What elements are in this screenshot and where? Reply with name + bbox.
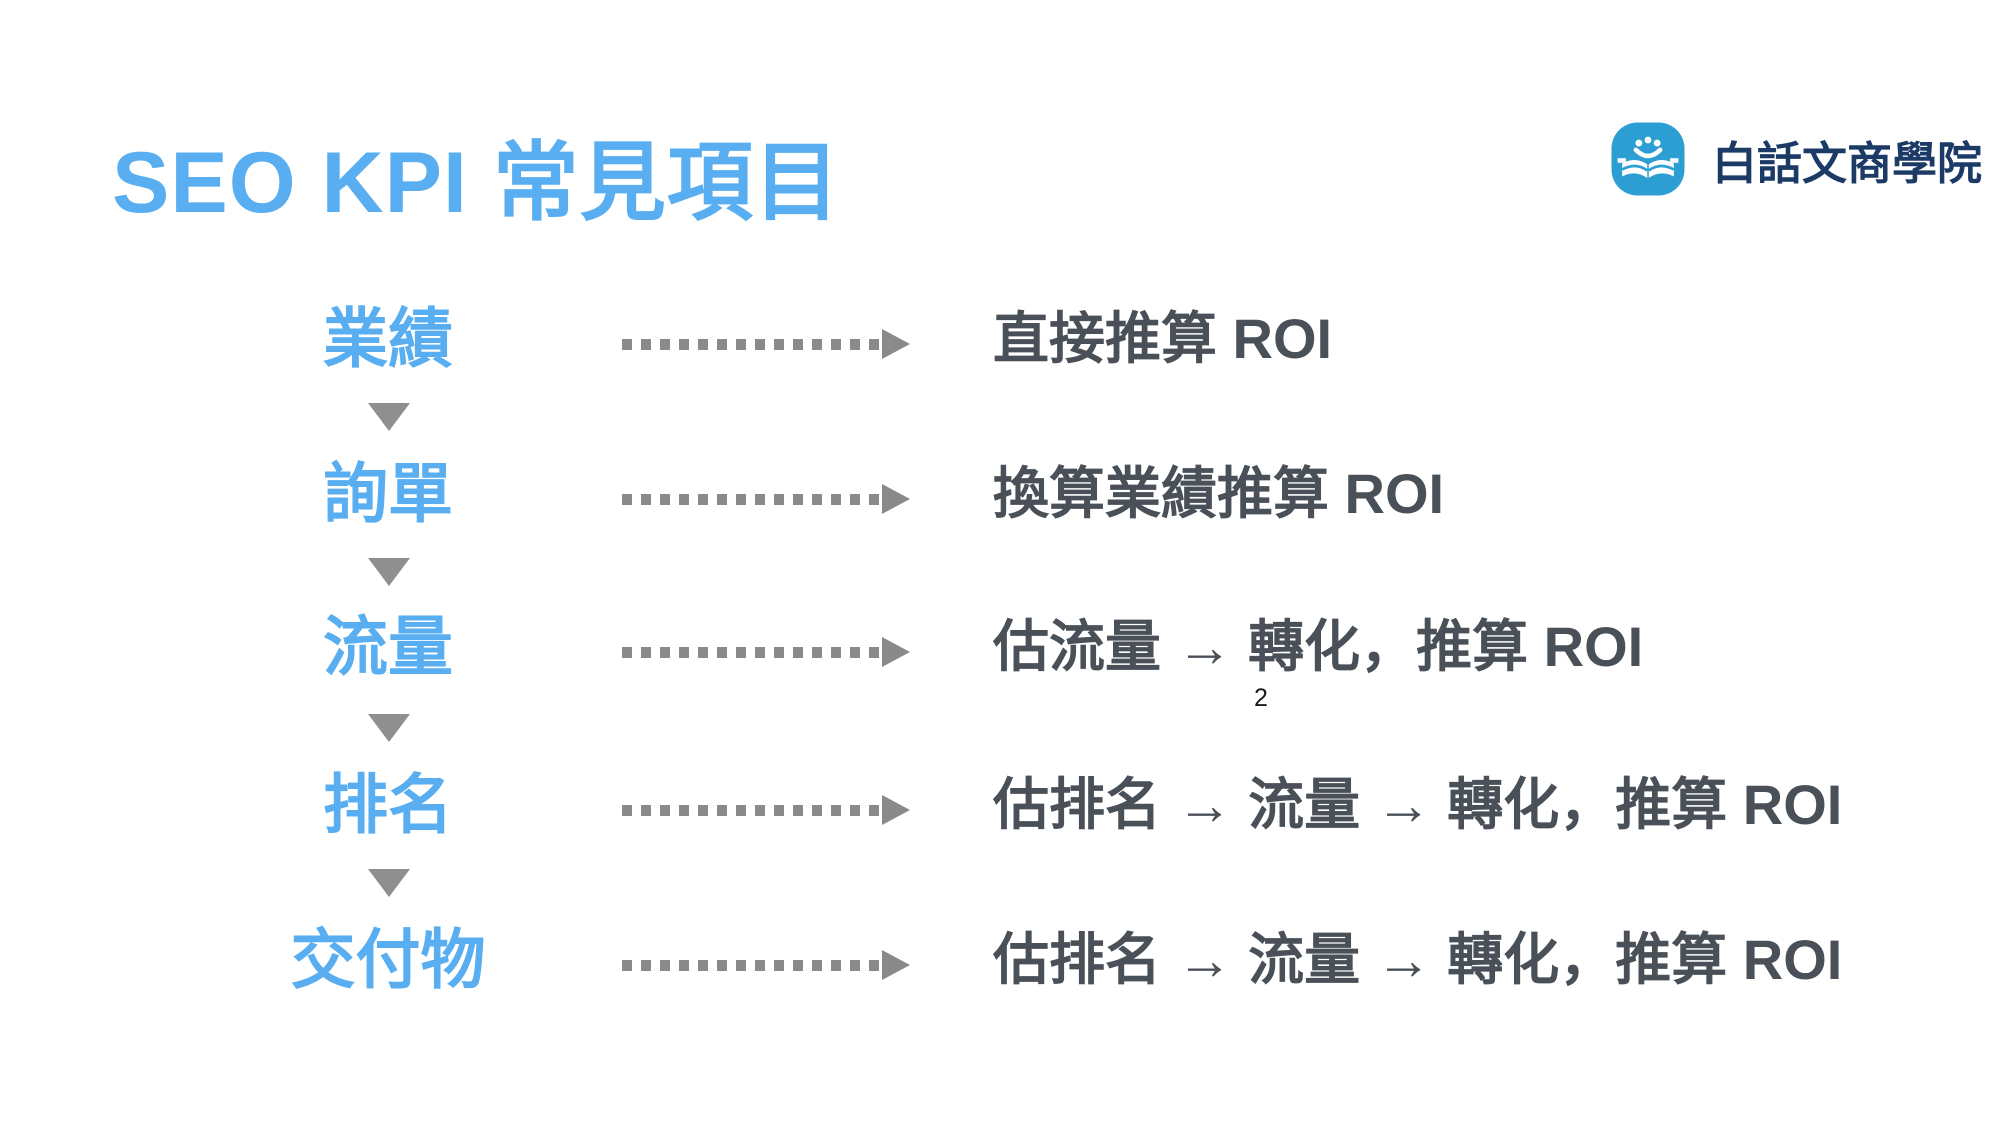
dotted-arrow [622, 329, 910, 359]
footnote-number: 2 [1254, 684, 1268, 712]
down-arrow-icon [368, 558, 410, 586]
kpi-result: 直接推算 ROI [993, 307, 1333, 370]
kpi-label: 流量 [322, 610, 453, 683]
arrow-right-icon [882, 484, 910, 514]
arrow-line [622, 338, 882, 350]
arrow-line [622, 959, 882, 971]
kpi-label: 排名 [322, 768, 453, 841]
kpi-row-ranking: 排名 估排名 → 流量 → 轉化，推算 ROI [0, 757, 2016, 853]
dotted-arrow [622, 795, 910, 825]
kpi-row-inquiry: 詢單 換算業績推算 ROI [0, 446, 2016, 542]
dotted-arrow [622, 484, 910, 514]
book-smile-icon [1611, 122, 1685, 196]
kpi-row-deliverables: 交付物 估排名 → 流量 → 轉化，推算 ROI [0, 912, 2016, 1008]
arrow-right-icon [882, 950, 910, 980]
arrow-line [622, 804, 882, 816]
brand-logo: 白話文商學院 [1610, 121, 1982, 197]
kpi-label: 交付物 [290, 923, 486, 996]
arrow-right-icon [882, 329, 910, 359]
kpi-label: 業績 [322, 302, 453, 375]
arrow-right-icon [882, 795, 910, 825]
kpi-row-traffic: 流量 估流量 → 轉化，推算 ROI [0, 599, 2016, 695]
dotted-arrow [622, 950, 910, 980]
down-arrow-icon [368, 403, 410, 431]
kpi-result: 估流量 → 轉化，推算 ROI [993, 615, 1644, 678]
kpi-result: 估排名 → 流量 → 轉化，推算 ROI [993, 928, 1843, 991]
arrow-line [622, 493, 882, 505]
kpi-result: 換算業績推算 ROI [993, 462, 1445, 525]
arrow-right-icon [882, 637, 910, 667]
down-arrow-icon [368, 869, 410, 897]
down-arrow-icon [368, 714, 410, 742]
page-title: SEO KPI 常見項目 [112, 135, 841, 231]
kpi-label: 詢單 [322, 457, 453, 530]
kpi-result: 估排名 → 流量 → 轉化，推算 ROI [993, 773, 1843, 836]
dotted-arrow [622, 637, 910, 667]
brand-name: 白話文商學院 [1712, 137, 1983, 189]
kpi-row-revenue: 業績 直接推算 ROI [0, 291, 2016, 387]
arrow-line [622, 646, 882, 658]
